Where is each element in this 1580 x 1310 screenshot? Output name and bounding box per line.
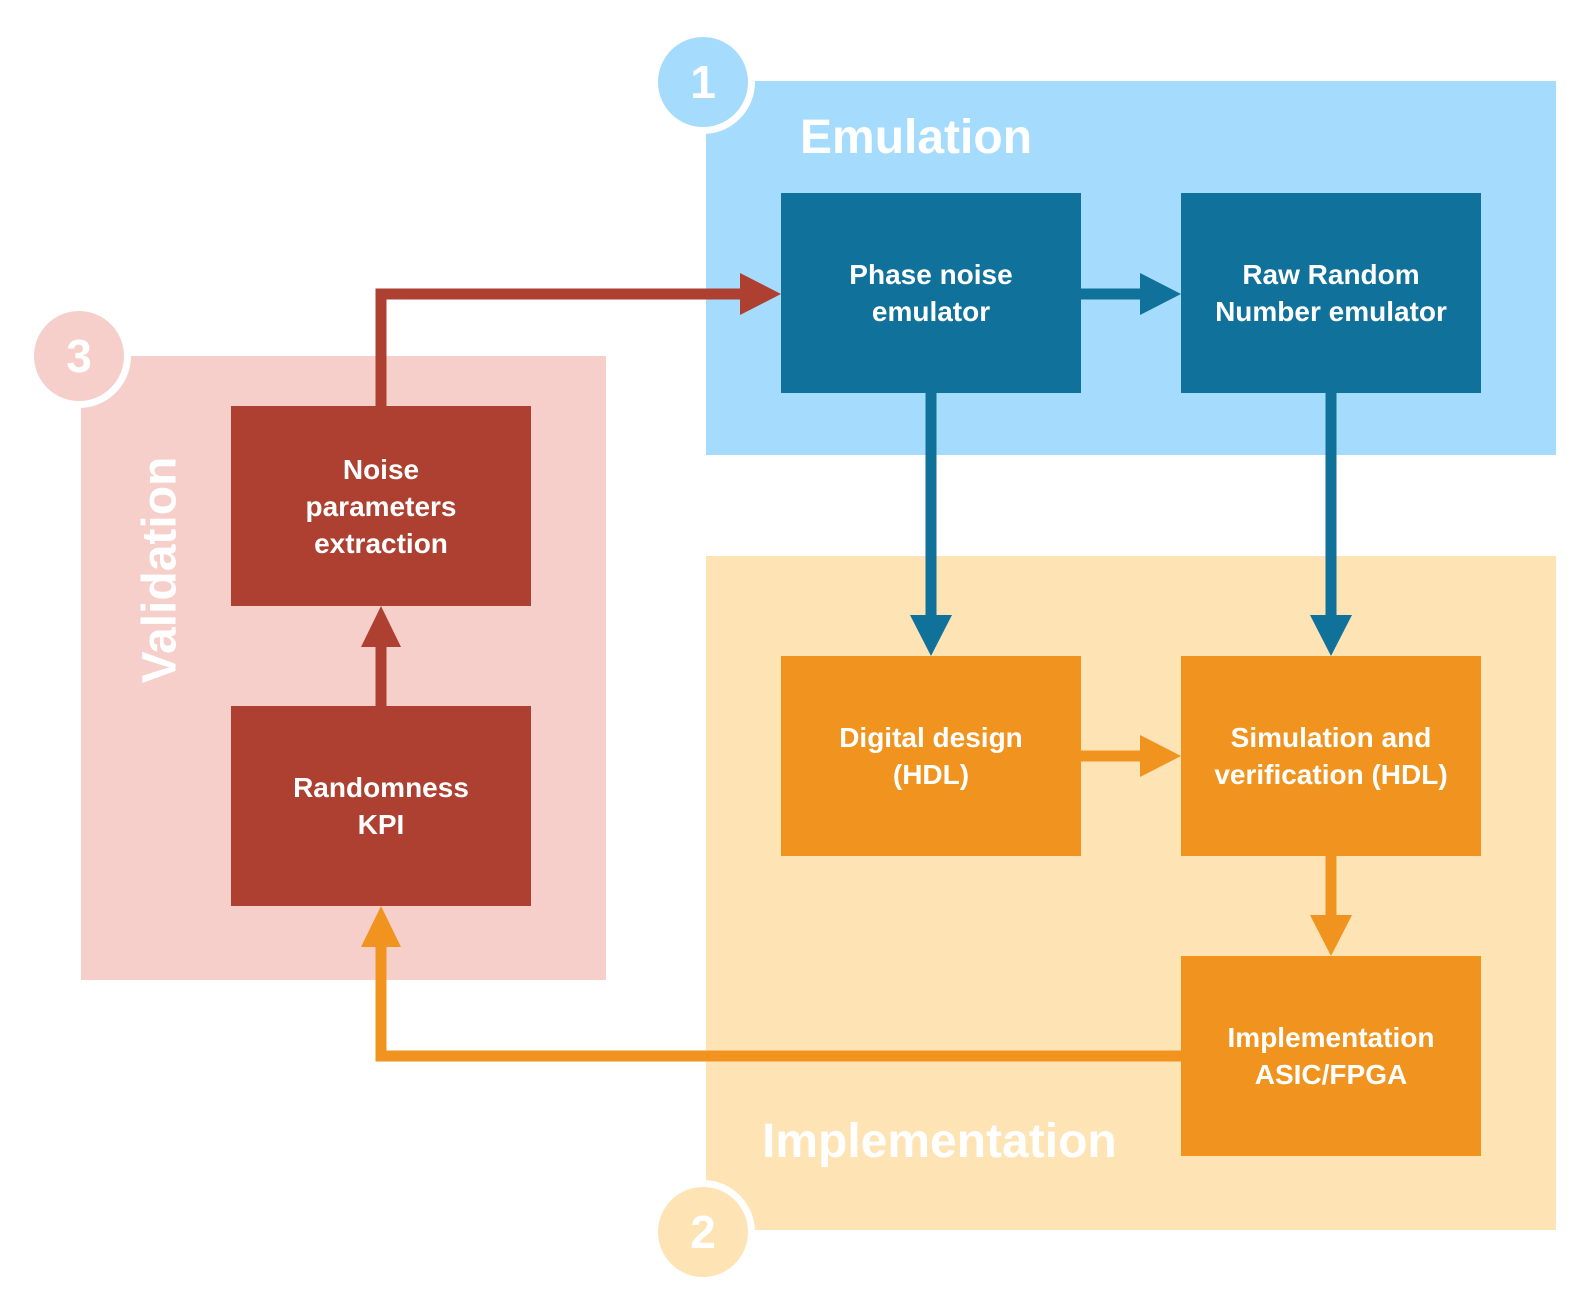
randomness-kpi-box: Randomness KPI [231,706,531,906]
step-3-badge: 3 [27,304,131,408]
phase-noise-emulator-box: Phase noise emulator [781,193,1081,393]
raw-random-number-emulator-box: Raw Random Number emulator [1181,193,1481,393]
digital-design-box: Digital design (HDL) [781,656,1081,856]
implementation-title: Implementation [762,1115,1117,1168]
noise-parameters-extraction-box: Noise parameters extraction [231,406,531,606]
simulation-verification-box: Simulation and verification (HDL) [1181,656,1481,856]
step-1-badge: 1 [651,30,755,134]
emulation-title: Emulation [800,111,1033,164]
implementation-asic-fpga-box: Implementation ASIC/FPGA [1181,956,1481,1156]
validation-title: Validation [133,456,187,684]
step-2-badge: 2 [651,1180,755,1284]
